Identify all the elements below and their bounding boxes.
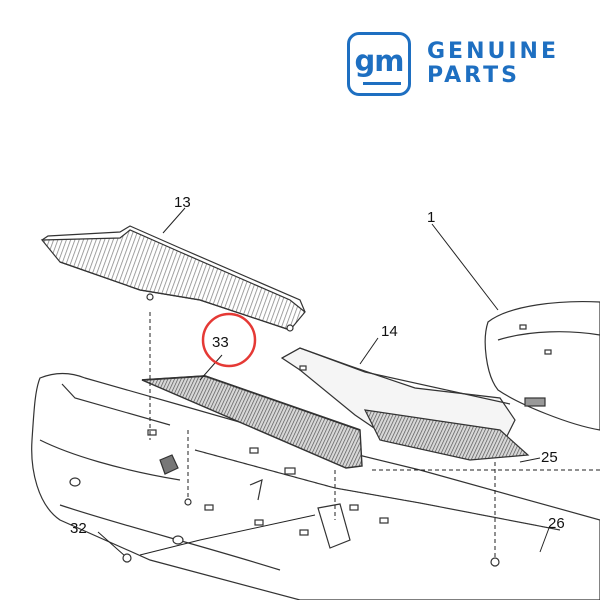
brand-line-parts: PARTS <box>427 63 520 88</box>
gm-badge: gm <box>347 32 411 96</box>
step-pad-part-14 <box>280 347 530 461</box>
gm-genuine-parts-logo: gm GENUINE PARTS <box>347 32 559 96</box>
body-panel-part-1 <box>484 301 600 431</box>
callout-14: 14 <box>381 323 398 340</box>
brand-text: GENUINE PARTS <box>427 40 559 88</box>
fastener-26 <box>490 557 500 567</box>
fastener-32 <box>122 553 132 563</box>
gm-mark: gm <box>354 44 405 78</box>
leader-lines <box>97 207 600 560</box>
callout-26: 26 <box>548 515 565 532</box>
callout-25: 25 <box>541 449 558 466</box>
gm-underline <box>363 82 401 85</box>
fastener-clip <box>184 498 192 506</box>
callout-13: 13 <box>174 194 191 211</box>
callout-1: 1 <box>427 209 435 226</box>
highlight-circle <box>201 312 257 368</box>
brand-line-genuine: GENUINE <box>427 39 559 64</box>
rear-bumper-fascia <box>31 372 600 600</box>
step-pad-part-13 <box>40 225 306 332</box>
callout-33: 33 <box>212 334 229 351</box>
fastener-parts <box>122 498 500 567</box>
callout-32: 32 <box>70 520 87 537</box>
step-pad-part-33 <box>141 375 363 469</box>
